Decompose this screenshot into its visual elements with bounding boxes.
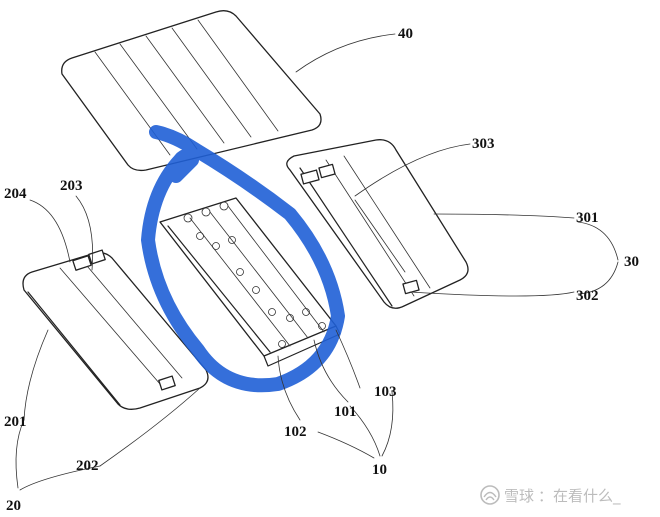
reference-numerals: 40 303 301 30 302 204 203 201 202 20 103… <box>4 26 639 514</box>
label-30: 30 <box>624 254 639 270</box>
label-202: 202 <box>76 458 99 474</box>
watermark-handle: ：在看什么_ <box>538 487 621 506</box>
label-302: 302 <box>576 288 599 304</box>
leader-lines <box>15 33 619 491</box>
label-101: 101 <box>334 404 357 420</box>
label-40: 40 <box>398 26 413 42</box>
label-203: 203 <box>60 178 83 194</box>
label-204: 204 <box>4 186 27 202</box>
label-103: 103 <box>374 384 397 400</box>
label-10: 10 <box>372 462 387 478</box>
part-40-cover-plate <box>61 10 322 172</box>
label-20: 20 <box>6 498 21 514</box>
watermark: 雪球 ：在看什么_ <box>480 485 621 506</box>
annotation-circle-stroke <box>141 125 345 393</box>
label-201: 201 <box>4 414 27 430</box>
label-301: 301 <box>576 210 599 226</box>
label-303: 303 <box>472 136 495 152</box>
part-20-left-housing <box>22 249 209 410</box>
label-102: 102 <box>284 424 307 440</box>
snowball-logo-icon <box>480 485 500 505</box>
watermark-brand: 雪球 <box>504 487 534 505</box>
part-30-right-housing <box>286 139 469 309</box>
